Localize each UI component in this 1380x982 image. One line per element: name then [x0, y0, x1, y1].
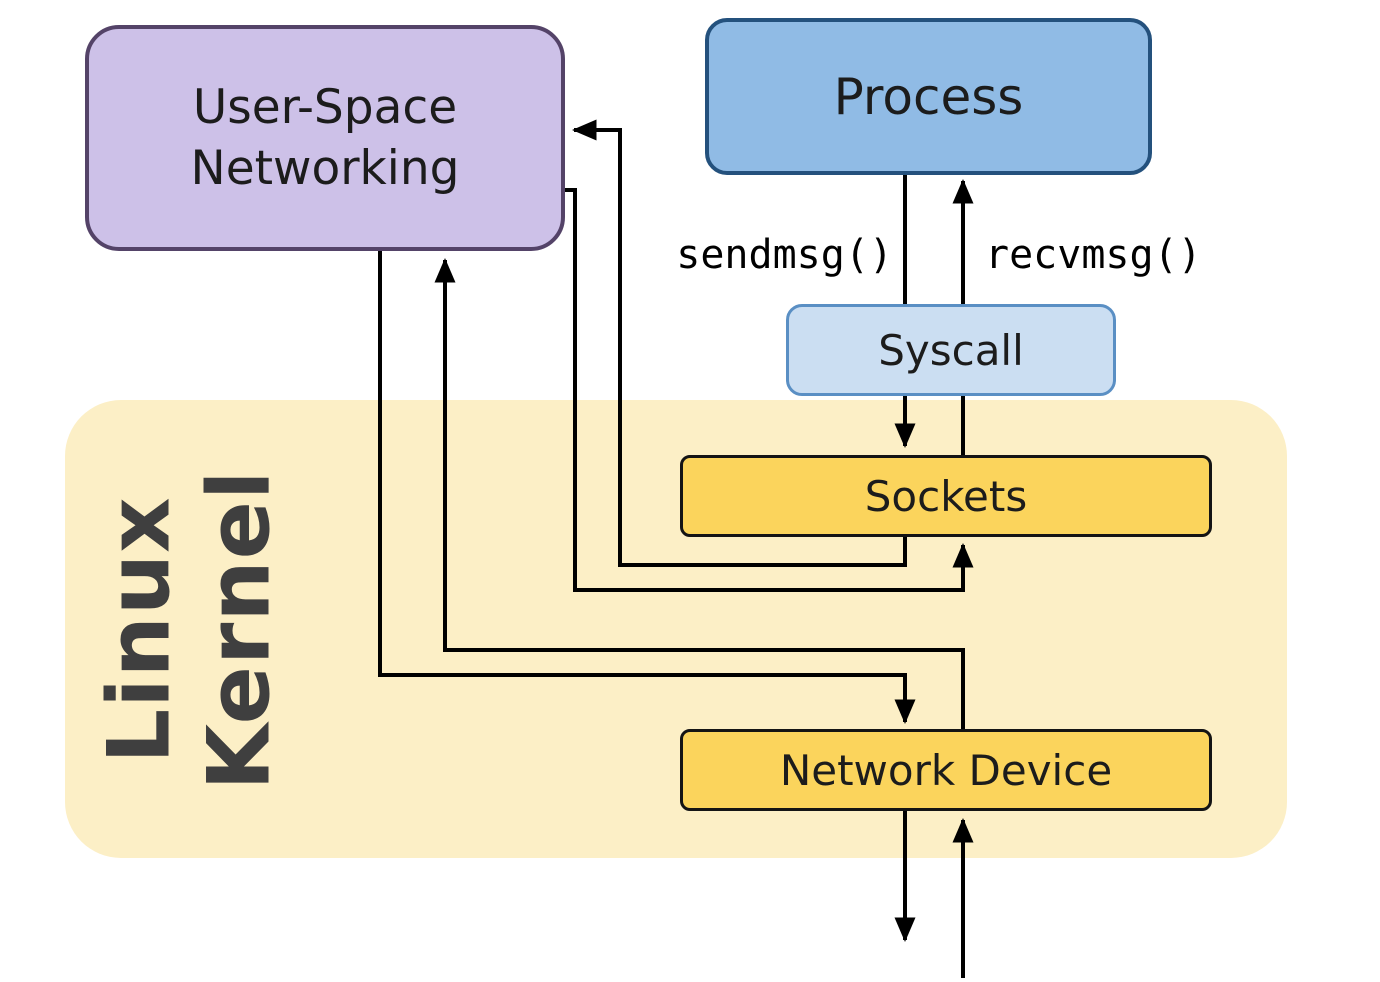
edge-user-space-to-sockets: [564, 188, 974, 592]
edge-sockets-to-user-space: [572, 119, 907, 567]
process-label: Process: [833, 67, 1024, 126]
node-process: Process: [705, 18, 1152, 175]
user-space-networking-label-line2: Networking: [190, 141, 460, 196]
edge-network-device-to-user-space: [434, 258, 965, 730]
node-sockets: Sockets: [680, 455, 1212, 537]
syscall-label: Syscall: [878, 325, 1024, 375]
node-syscall: Syscall: [786, 304, 1116, 396]
network-device-label: Network Device: [779, 745, 1113, 795]
edge-user-space-to-network-device: [378, 250, 916, 724]
recvmsg-edge-label: recvmsg(): [985, 232, 1202, 278]
sendmsg-edge-label: sendmsg(): [676, 232, 893, 278]
node-user-space-networking: User-Space Networking: [85, 25, 565, 251]
node-network-device: Network Device: [680, 729, 1212, 811]
sockets-label: Sockets: [864, 471, 1028, 521]
user-space-networking-label-line1: User-Space: [192, 79, 458, 135]
